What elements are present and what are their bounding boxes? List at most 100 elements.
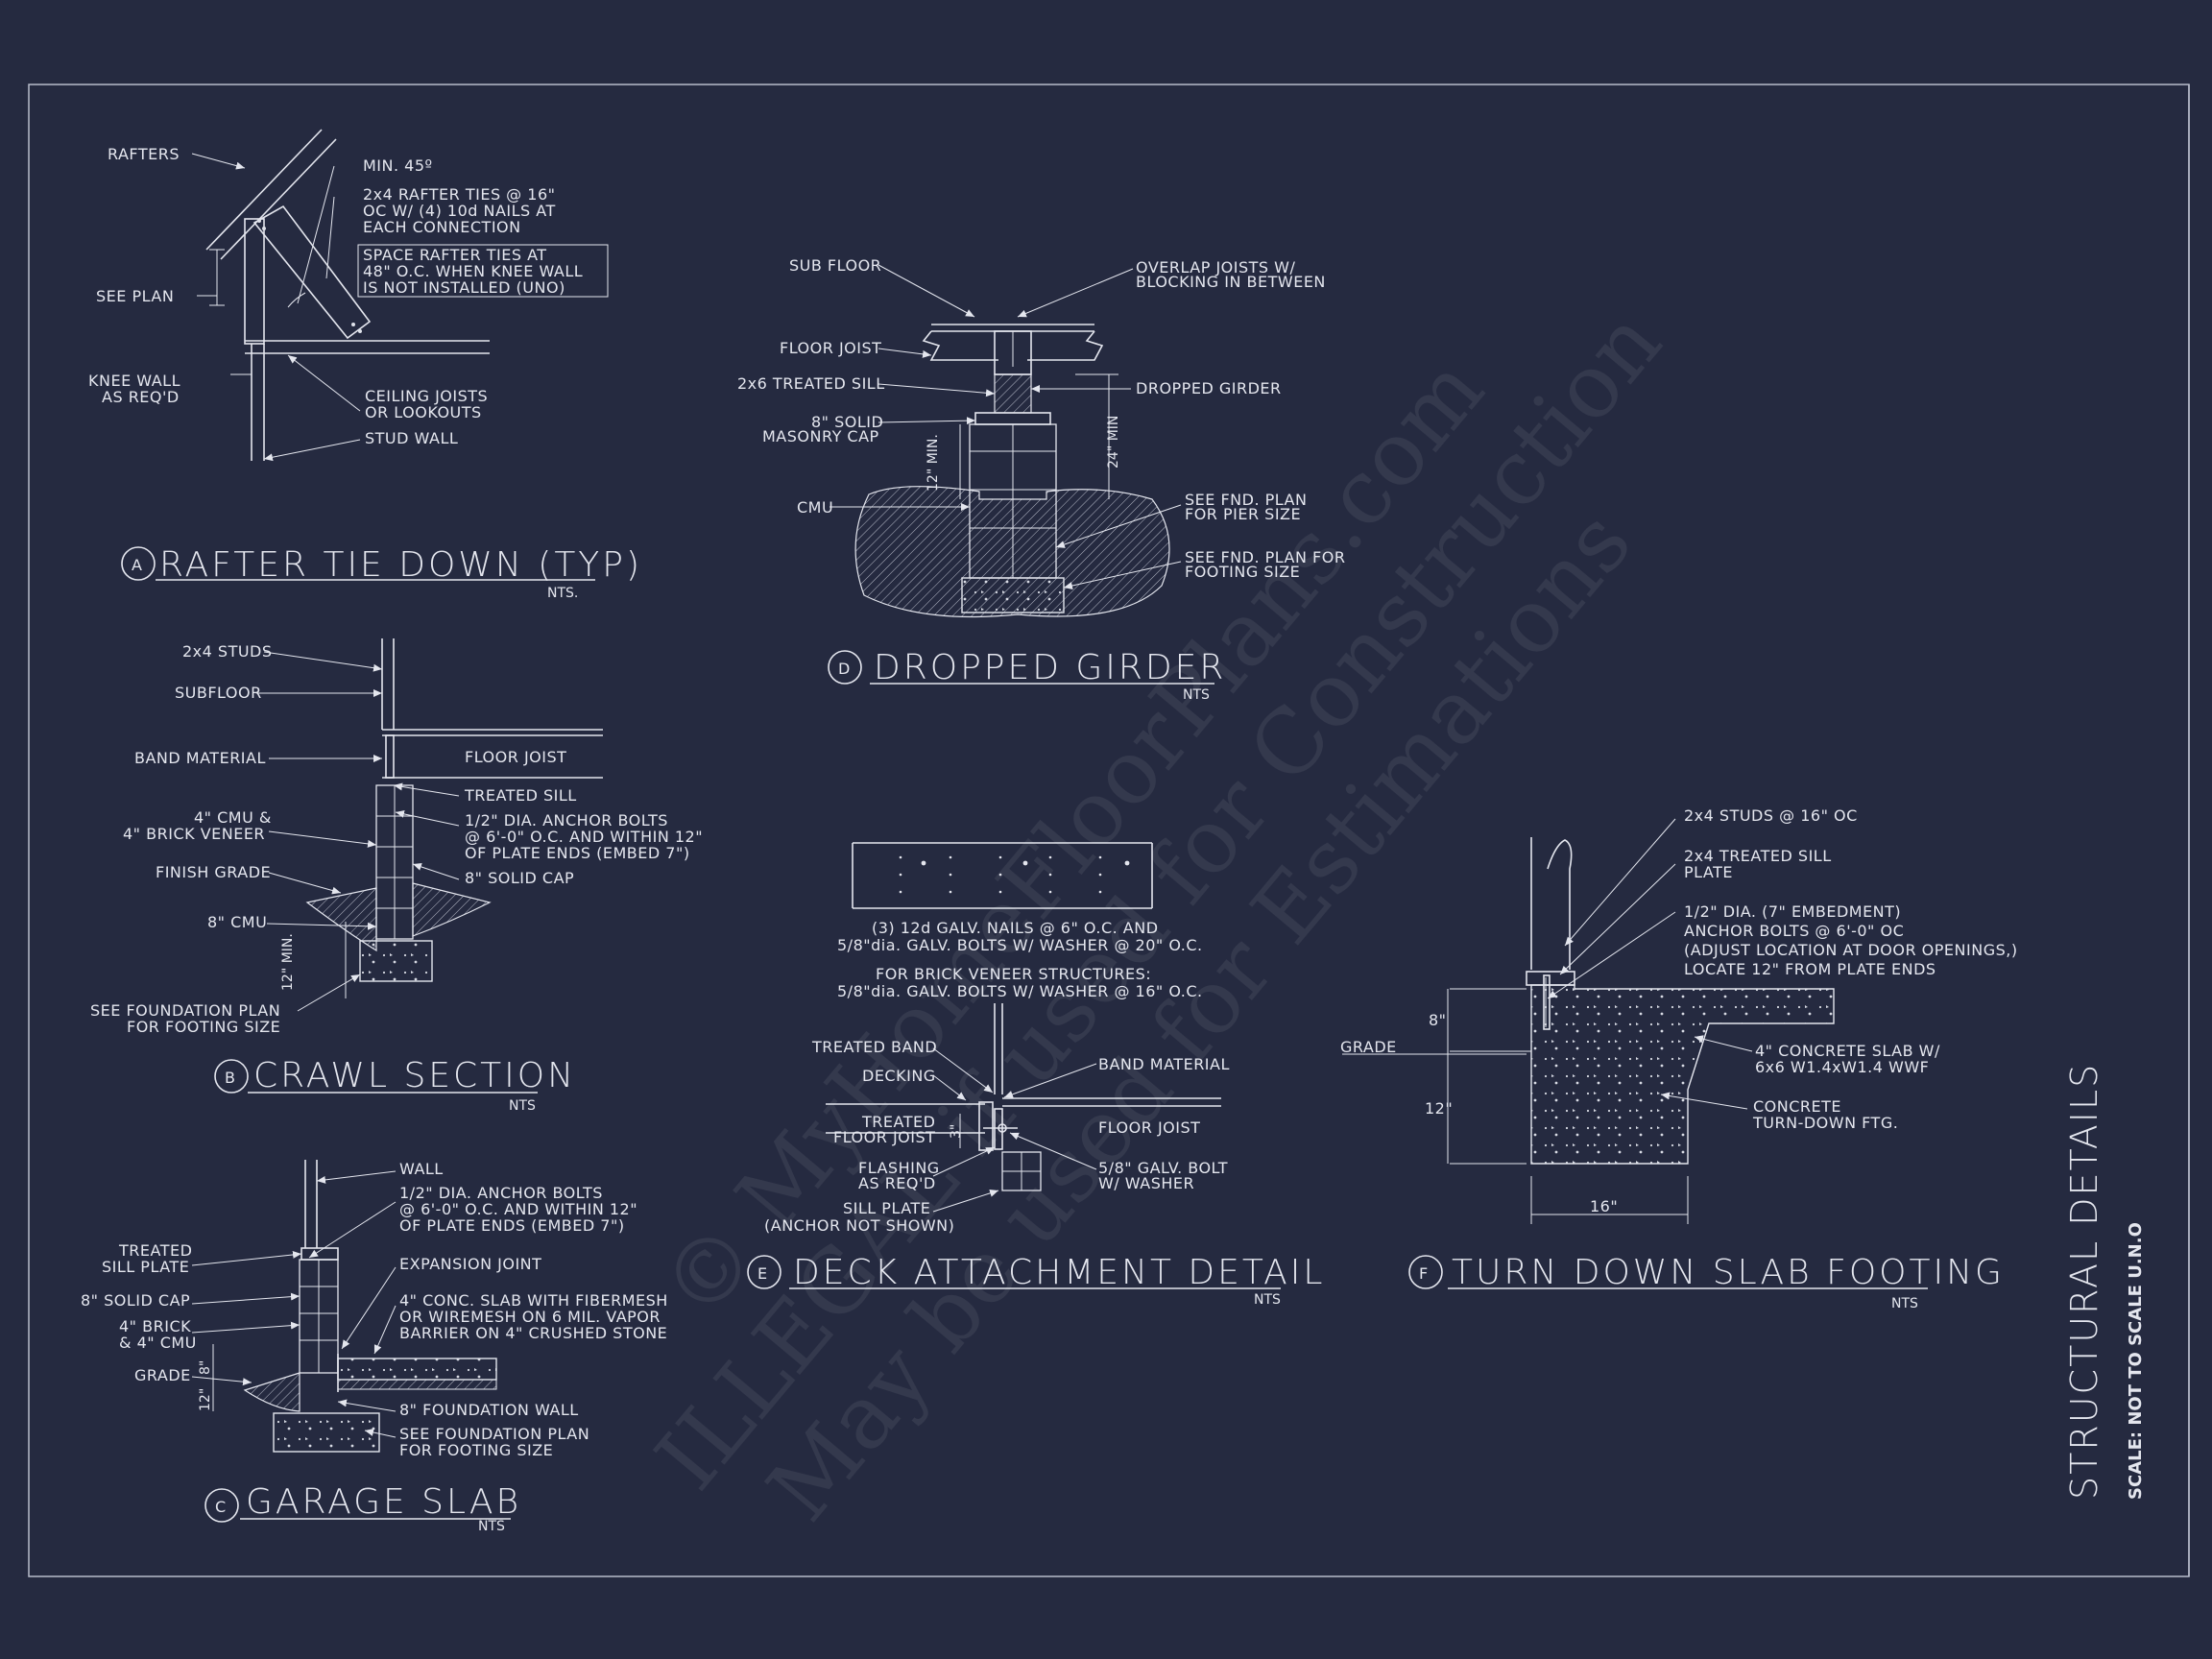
label-cap-1: 8" SOLID <box>811 413 883 431</box>
label-slab-3: BARRIER ON 4" CRUSHED STONE <box>399 1324 667 1342</box>
detail-c-letter: C <box>215 1498 227 1516</box>
label-brick-1: FOR BRICK VENEER STRUCTURES: <box>876 965 1151 983</box>
detail-e-letter: E <box>757 1264 768 1283</box>
label-anchor-2: @ 6'-0" O.C. AND WITHIN 12" <box>399 1200 637 1218</box>
label-studs: 2x4 STUDS <box>182 642 273 661</box>
label-dropped-girder: DROPPED GIRDER <box>1136 379 1282 397</box>
label-sill-2: PLATE <box>1684 863 1733 881</box>
label-bolt-1: 5/8" GALV. BOLT <box>1098 1159 1228 1177</box>
detail-a-tag-circle <box>121 546 156 581</box>
label-dim-12: 12" <box>1425 1099 1453 1118</box>
label-dim-3: 3" <box>949 1124 964 1139</box>
label-min-angle: MIN. 45º <box>363 156 433 175</box>
label-foundation-1: SEE FOUNDATION PLAN <box>399 1425 589 1443</box>
label-space-ties-1: SPACE RAFTER TIES AT <box>363 246 547 264</box>
label-foundation-wall: 8" FOUNDATION WALL <box>399 1401 579 1419</box>
label-solid-cap: 8" SOLID CAP <box>81 1291 190 1310</box>
label-space-ties-3: IS NOT INSTALLED (UNO) <box>363 278 565 297</box>
label-wall: WALL <box>399 1160 444 1178</box>
label-grade: GRADE <box>1340 1038 1397 1056</box>
label-treated-2: SILL PLATE <box>102 1258 189 1276</box>
label-grade: GRADE <box>134 1366 191 1384</box>
detail-a-rafter-tie-down: RAFTERS MIN. 45º 2x4 RAFTER TIES @ 16" O… <box>88 129 639 601</box>
scale-note: SCALE: NOT TO SCALE U.N.O <box>2126 1222 2146 1500</box>
label-cmu-1: 4" CMU & <box>194 808 272 827</box>
label-slab-2: OR WIREMESH ON 6 MIL. VAPOR <box>399 1308 661 1326</box>
detail-b-crawl-section: 2x4 STUDS SUBFLOOR BAND MATERIAL FLOOR J… <box>90 638 703 1114</box>
label-anchor-1: 1/2" DIA. ANCHOR BOLTS <box>465 811 668 830</box>
label-rafter-ties-1: 2x4 RAFTER TIES @ 16" <box>363 185 555 204</box>
detail-b-title: CRAWL SECTION <box>253 1056 576 1095</box>
label-flashing-1: FLASHING <box>858 1159 940 1177</box>
label-dim-12-min: 12" MIN. <box>280 933 296 991</box>
label-treated-band: TREATED BAND <box>811 1038 937 1056</box>
label-anchor-4: LOCATE 12" FROM PLATE ENDS <box>1684 960 1936 978</box>
label-brick-2: & 4" CMU <box>119 1334 197 1352</box>
detail-f-title: TURN DOWN SLAB FOOTING <box>1452 1253 2005 1292</box>
label-decking: DECKING <box>862 1067 936 1085</box>
label-band-material: BAND MATERIAL <box>134 749 266 767</box>
label-expansion-joint: EXPANSION JOINT <box>399 1255 541 1273</box>
label-dim-12: 12" <box>198 1388 213 1411</box>
label-solid-cap: 8" SOLID CAP <box>465 869 574 887</box>
label-foundation-1: SEE FOUNDATION PLAN <box>90 1001 280 1020</box>
label-treated-1: TREATED <box>118 1241 192 1260</box>
label-treated-1: TREATED <box>861 1113 935 1131</box>
label-pier-2: FOR PIER SIZE <box>1185 505 1301 523</box>
label-dim-8: 8" <box>1429 1011 1447 1029</box>
label-anchor-2: @ 6'-0" O.C. AND WITHIN 12" <box>465 828 703 846</box>
label-studs: 2x4 STUDS @ 16" OC <box>1684 806 1858 825</box>
detail-d-dropped-girder: SUB FLOOR OVERLAP JOISTS W/ BLOCKING IN … <box>737 256 1345 703</box>
label-ceiling-joists-1: CEILING JOISTS <box>365 387 488 405</box>
label-sub-floor: SUB FLOOR <box>789 256 881 275</box>
label-brick-2: 5/8"dia. GALV. BOLTS W/ WASHER @ 16" O.C… <box>837 982 1203 1000</box>
label-pier-1: SEE FND. PLAN <box>1185 491 1307 509</box>
label-footing-2: TURN-DOWN FTG. <box>1752 1114 1898 1132</box>
label-knee-wall-2: AS REQ'D <box>102 388 180 406</box>
detail-f-tag-circle <box>1408 1255 1443 1289</box>
label-slab-1: 4" CONC. SLAB WITH FIBERMESH <box>399 1291 668 1310</box>
label-anchor-2: ANCHOR BOLTS @ 6'-0" OC <box>1684 922 1904 940</box>
label-overlap-1: OVERLAP JOISTS W/ <box>1136 258 1295 276</box>
label-anchor-3: OF PLATE ENDS (EMBED 7") <box>465 844 690 862</box>
label-stud-wall: STUD WALL <box>365 429 458 447</box>
label-ceiling-joists-2: OR LOOKOUTS <box>365 403 482 421</box>
label-dim-8: 8" <box>198 1360 213 1375</box>
detail-a-letter: A <box>132 556 142 574</box>
label-cmu-2: 4" BRICK VENEER <box>123 825 265 843</box>
detail-c-title: GARAGE SLAB <box>246 1482 521 1522</box>
label-sill-1: 2x4 TREATED SILL <box>1684 847 1832 865</box>
label-treated-sill: TREATED SILL <box>464 786 577 805</box>
detail-d-letter: D <box>838 660 851 678</box>
label-rafter-ties-2: OC W/ (4) 10d NAILS AT <box>363 202 556 220</box>
label-nails-1: (3) 12d GALV. NAILS @ 6" O.C. AND <box>872 919 1159 937</box>
detail-c-drawing <box>191 1160 497 1453</box>
label-subfloor: SUBFLOOR <box>175 684 262 702</box>
detail-e-drawing <box>826 842 1221 1213</box>
label-footing-1: SEE FND. PLAN FOR <box>1185 548 1345 566</box>
label-space-ties-2: 48" O.C. WHEN KNEE WALL <box>363 262 583 280</box>
label-slab-2: 6x6 W1.4xW1.4 WWF <box>1755 1058 1929 1076</box>
detail-f-letter: F <box>1419 1264 1429 1283</box>
detail-d-drawing <box>830 264 1182 618</box>
label-cap-2: MASONRY CAP <box>762 427 879 445</box>
detail-c-tag-circle <box>204 1488 239 1523</box>
label-anchor-1: 1/2" DIA. ANCHOR BOLTS <box>399 1184 603 1202</box>
label-floor-joist: FLOOR JOIST <box>780 339 881 357</box>
detail-d-scale: NTS <box>1183 687 1210 703</box>
detail-e-deck-attachment: (3) 12d GALV. NAILS @ 6" O.C. AND 5/8"di… <box>747 842 1322 1308</box>
label-treated-2: FLOOR JOIST <box>833 1128 935 1146</box>
label-nails-2: 5/8"dia. GALV. BOLTS W/ WASHER @ 20" O.C… <box>837 936 1203 954</box>
detail-c-garage-slab: WALL 1/2" DIA. ANCHOR BOLTS @ 6'-0" O.C.… <box>81 1160 668 1534</box>
watermark: © MyHomeFloorPlans.com ILLEGAL if used f… <box>637 291 1681 1539</box>
girder <box>994 373 1032 414</box>
label-bolt-2: W/ WASHER <box>1098 1174 1194 1192</box>
label-cmu: CMU <box>797 498 833 517</box>
label-finish-grade: FINISH GRADE <box>156 863 271 881</box>
label-anchor-3: OF PLATE ENDS (EMBED 7") <box>399 1216 625 1235</box>
label-dim-16: 16" <box>1590 1197 1618 1215</box>
detail-f-turn-down-slab: 2x4 STUDS @ 16" OC 2x4 TREATED SILL PLAT… <box>1340 806 2017 1311</box>
watermark-line-2: ILLEGAL if used for Construction <box>637 291 1681 1508</box>
detail-b-drawing <box>257 638 603 1012</box>
label-overlap-2: BLOCKING IN BETWEEN <box>1136 273 1326 291</box>
